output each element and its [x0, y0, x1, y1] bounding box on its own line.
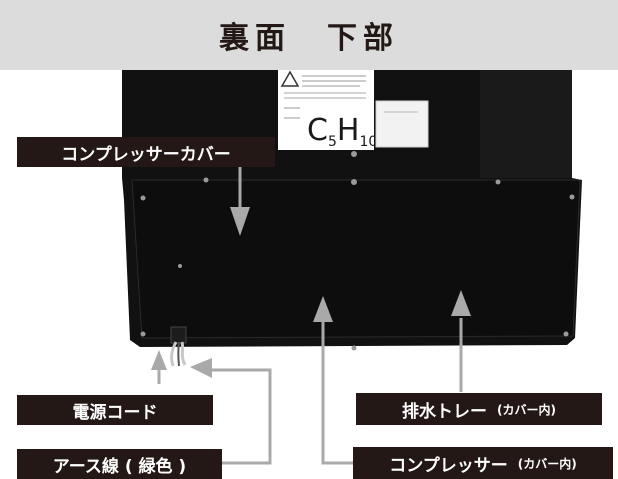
- power-cord-assembly: [170, 326, 187, 367]
- power-cord-callout: 電源コード: [17, 395, 213, 425]
- unit-body-right-shade: [480, 70, 572, 178]
- arrow-compressor-cover-head: [230, 207, 250, 236]
- page-header: 裏面 下部: [0, 0, 618, 70]
- compressor-cover-callout: コンプレッサーカバー: [17, 137, 275, 167]
- earth-wire-label: アース線 ( 緑色 ): [52, 456, 187, 477]
- drain-tray-label: 排水トレー: [402, 401, 487, 422]
- arrow-compressor-head: [313, 296, 333, 322]
- compressor-cover-label: コンプレッサーカバー: [61, 144, 231, 165]
- compressor-cover-panel: [131, 179, 581, 339]
- compressor-note: (カバー内): [517, 456, 577, 471]
- formula-c: C: [307, 113, 328, 148]
- drain-tray-callout: 排水トレー (カバー内): [356, 393, 602, 425]
- arrow-compressor-line: [321, 320, 353, 465]
- power-cord-label: 電源コード: [72, 402, 158, 423]
- compressor-label: コンプレッサー: [389, 455, 508, 476]
- formula-c-sub: 5: [328, 134, 337, 150]
- callout-arrows: [151, 159, 471, 465]
- compressor-callout: コンプレッサー (カバー内): [353, 447, 613, 479]
- screws: [140, 151, 575, 351]
- arrow-drain-tray-head: [451, 290, 471, 316]
- drain-tray-note: (カバー内): [497, 402, 556, 417]
- arrow-earth-wire-head: [190, 358, 212, 378]
- refrigerant-formula: C5H10: [307, 113, 377, 150]
- warning-label: [278, 70, 374, 150]
- arrow-earth-wire-line: [212, 368, 272, 465]
- sticker: [375, 100, 429, 148]
- formula-h: H: [337, 113, 360, 148]
- arrow-power-cord-head: [151, 350, 167, 370]
- earth-wire-callout: アース線 ( 緑色 ): [17, 449, 222, 479]
- page-title: 裏面 下部: [219, 21, 399, 56]
- formula-h-sub: 10: [359, 134, 377, 150]
